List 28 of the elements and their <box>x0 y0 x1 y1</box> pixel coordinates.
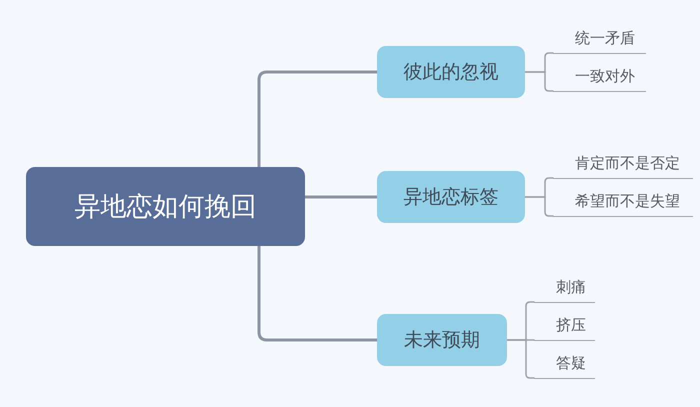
connector-line <box>506 339 535 379</box>
topic-box <box>26 167 305 246</box>
subtopic-box <box>377 46 525 98</box>
underlined-item <box>553 191 693 217</box>
item-label: 挤压 <box>556 315 586 335</box>
item-label: 肯定而不是否定 <box>575 153 680 173</box>
subtopic-label: 异地恋标签 <box>404 185 498 209</box>
underlined-item <box>534 353 595 379</box>
connector-line <box>258 70 378 168</box>
item-label: 希望而不是失望 <box>575 191 680 211</box>
subtopic-label: 未来预期 <box>404 328 480 352</box>
underlined-item <box>553 66 646 92</box>
topic-label: 异地恋如何挽回 <box>74 190 256 222</box>
subtopic-label: 彼此的忽视 <box>404 60 498 84</box>
connector-line <box>524 196 554 217</box>
item-label: 答疑 <box>556 353 586 373</box>
underlined-item <box>553 153 693 179</box>
connector-line <box>524 71 554 92</box>
underlined-item <box>534 315 595 341</box>
connector-line <box>304 196 378 198</box>
item-label: 刺痛 <box>556 277 586 297</box>
subtopic-box <box>377 171 525 223</box>
connector-line <box>258 244 378 342</box>
underlined-item <box>534 277 595 303</box>
underlined-item <box>553 28 646 54</box>
item-label: 一致对外 <box>575 66 635 86</box>
item-label: 统一矛盾 <box>575 28 635 48</box>
subtopic-box <box>377 314 507 366</box>
